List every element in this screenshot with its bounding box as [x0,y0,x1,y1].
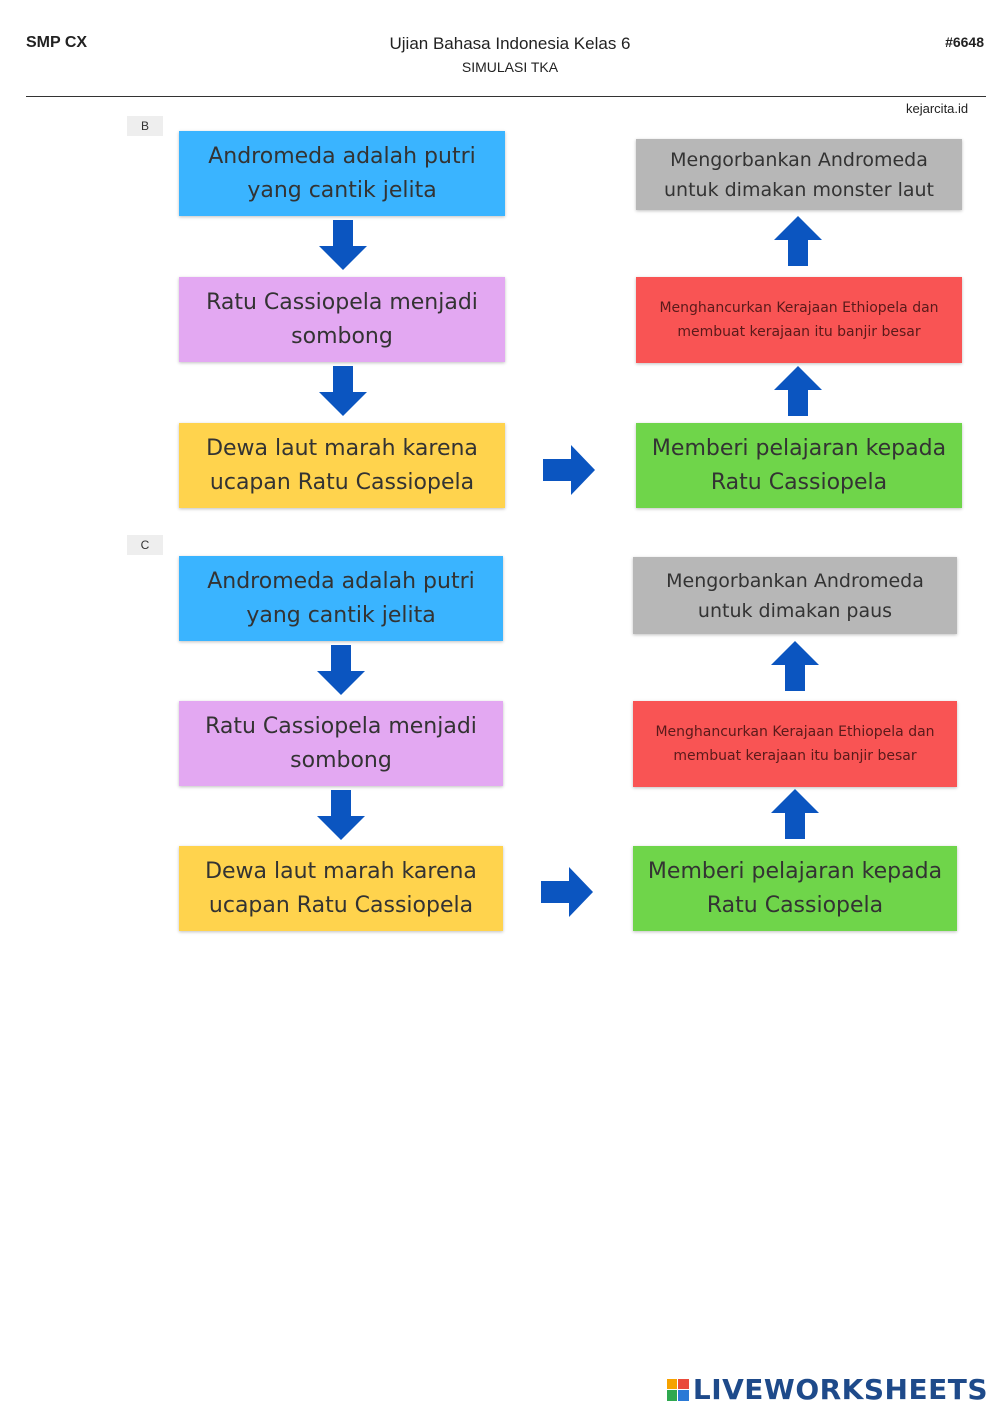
flow-b-left-2: Ratu Cassiopela menjadi sombong [179,277,505,362]
option-label-b[interactable]: B [127,116,163,136]
arrow-up-icon [774,366,822,416]
flow-b-right-3: Memberi pelajaran kepada Ratu Cassiopela [636,423,962,508]
flow-b-right-2: Menghancurkan Kerajaan Ethiopela dan mem… [636,277,962,363]
flow-b-right-1: Mengorbankan Andromeda untuk dimakan mon… [636,139,962,210]
arrow-down-icon [317,790,365,840]
arrow-right-icon [543,445,595,495]
flow-b-left-1: Andromeda adalah putri yang cantik jelit… [179,131,505,216]
arrow-up-icon [771,641,819,691]
arrow-down-icon [319,366,367,416]
flow-c-right-3: Memberi pelajaran kepada Ratu Cassiopela [633,846,957,931]
brand-name: LIVEWORKSHEETS [692,1373,988,1406]
liveworksheets-logo: LIVEWORKSHEETS [666,1373,988,1406]
option-label-c[interactable]: C [127,535,163,555]
flow-c-left-1: Andromeda adalah putri yang cantik jelit… [179,556,503,641]
arrow-up-icon [774,216,822,266]
arrow-down-icon [317,645,365,695]
exam-title: Ujian Bahasa Indonesia Kelas 6 [389,34,631,53]
source-label: kejarcita.id [906,101,969,116]
flow-c-left-3: Dewa laut marah karena ucapan Ratu Cassi… [179,846,503,931]
exam-code: #6648 [945,34,984,50]
flow-b-left-3: Dewa laut marah karena ucapan Ratu Cassi… [179,423,505,508]
header-divider [26,96,986,97]
school-name: SMP CX [26,34,88,51]
flow-c-left-2: Ratu Cassiopela menjadi sombong [179,701,503,786]
flow-c-right-1: Mengorbankan Andromeda untuk dimakan pau… [633,557,957,634]
arrow-right-icon [541,867,593,917]
arrow-down-icon [319,220,367,270]
arrow-up-icon [771,789,819,839]
flow-c-right-2: Menghancurkan Kerajaan Ethiopela dan mem… [633,701,957,787]
exam-subtitle: SIMULASI TKA [461,59,559,75]
logo-grid-icon [666,1378,689,1401]
